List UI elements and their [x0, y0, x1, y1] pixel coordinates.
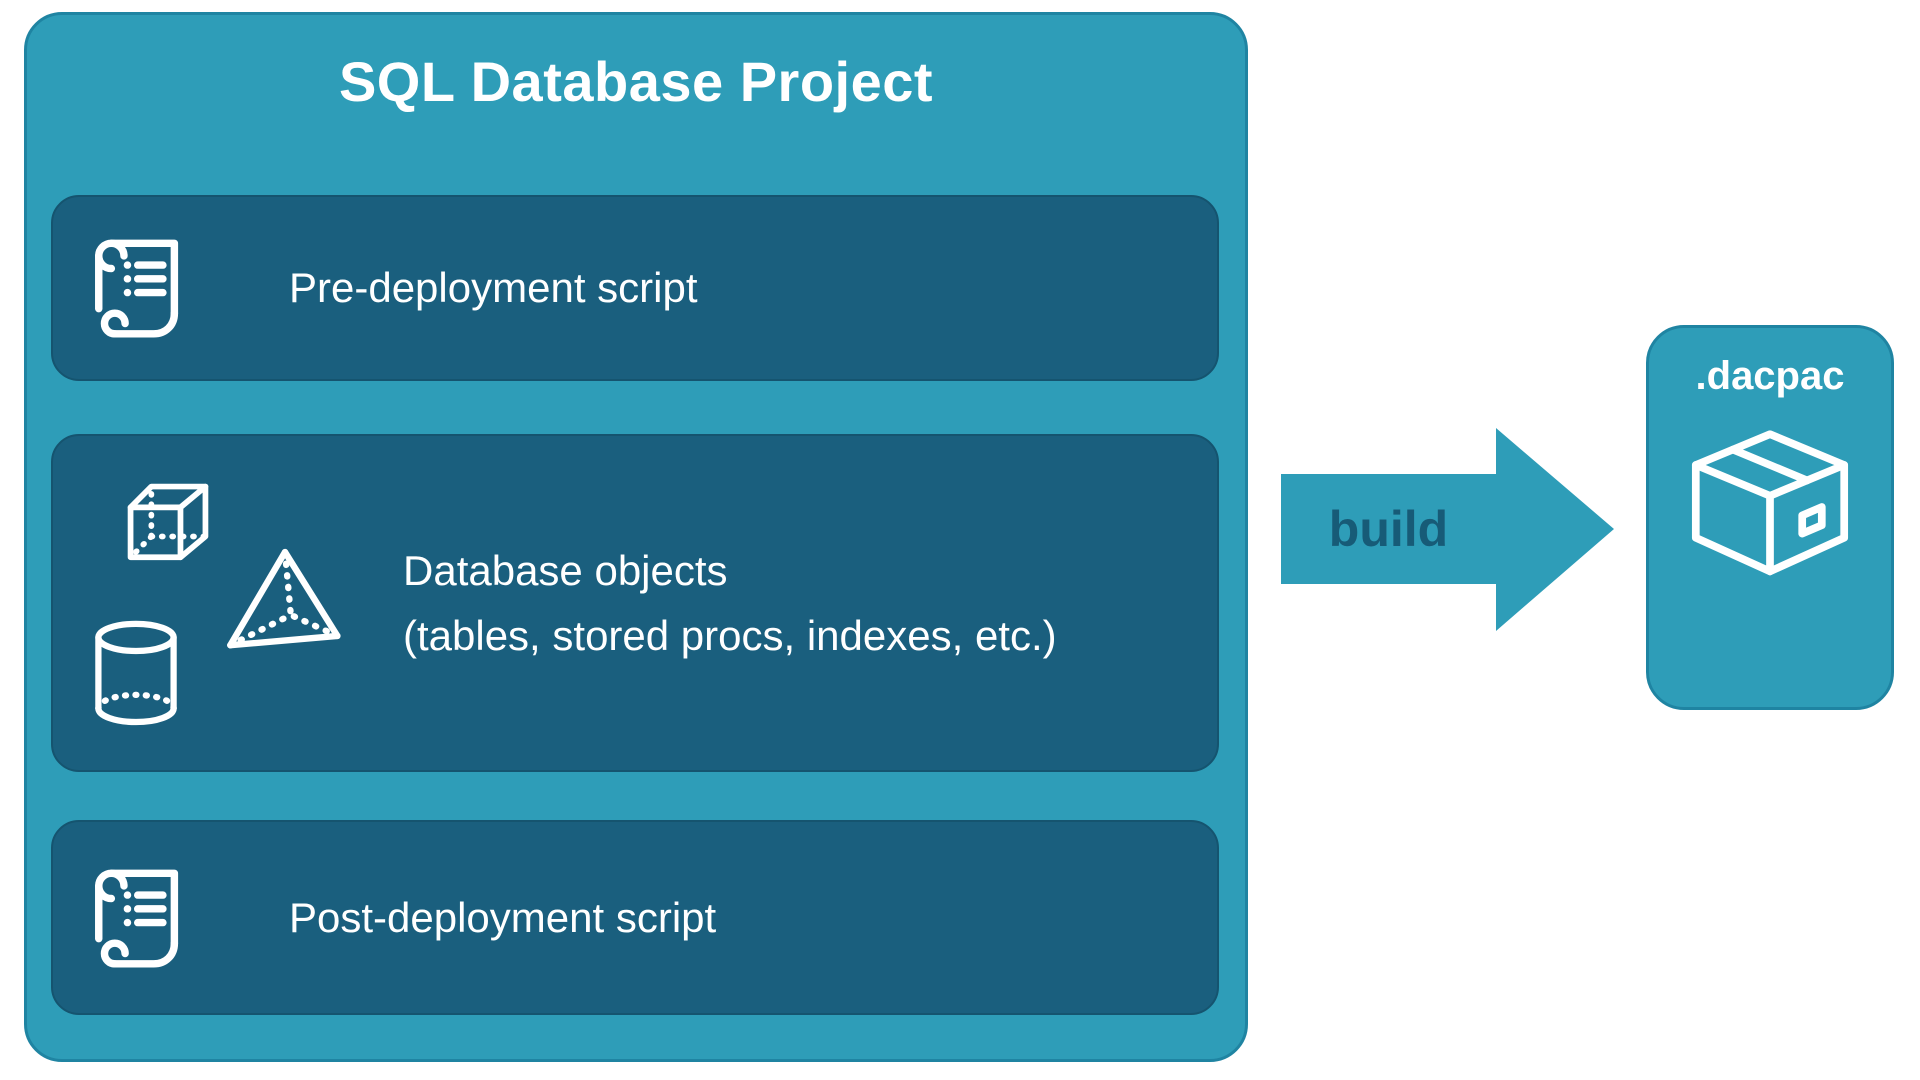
sql-database-project-container: SQL Database Project Pre-deployment scri…: [24, 12, 1248, 1062]
pre-deployment-box: Pre-deployment script: [51, 195, 1219, 381]
cylinder-icon: [89, 616, 183, 732]
pyramid-icon: [221, 540, 349, 662]
post-deployment-label: Post-deployment script: [289, 893, 717, 941]
project-title: SQL Database Project: [338, 50, 934, 113]
package-icon: [1679, 413, 1861, 601]
scroll-icon: [85, 858, 195, 978]
right-block-arrow: [1281, 428, 1614, 631]
database-objects-line1: Database objects: [403, 546, 728, 594]
database-objects-label: Database objects (tables, stored procs, …: [403, 538, 1057, 668]
database-objects-line2: (tables, stored procs, indexes, etc.): [403, 612, 1057, 659]
cube-icon: [111, 472, 225, 576]
build-label: build: [1328, 501, 1449, 557]
dacpac-label: .dacpac: [1695, 354, 1845, 398]
scroll-icon: [85, 228, 195, 348]
post-deployment-box: Post-deployment script: [51, 820, 1219, 1015]
pre-deployment-label: Pre-deployment script: [289, 264, 698, 311]
database-objects-box: Database objects (tables, stored procs, …: [51, 434, 1219, 772]
dacpac-box: .dacpac: [1646, 325, 1894, 710]
